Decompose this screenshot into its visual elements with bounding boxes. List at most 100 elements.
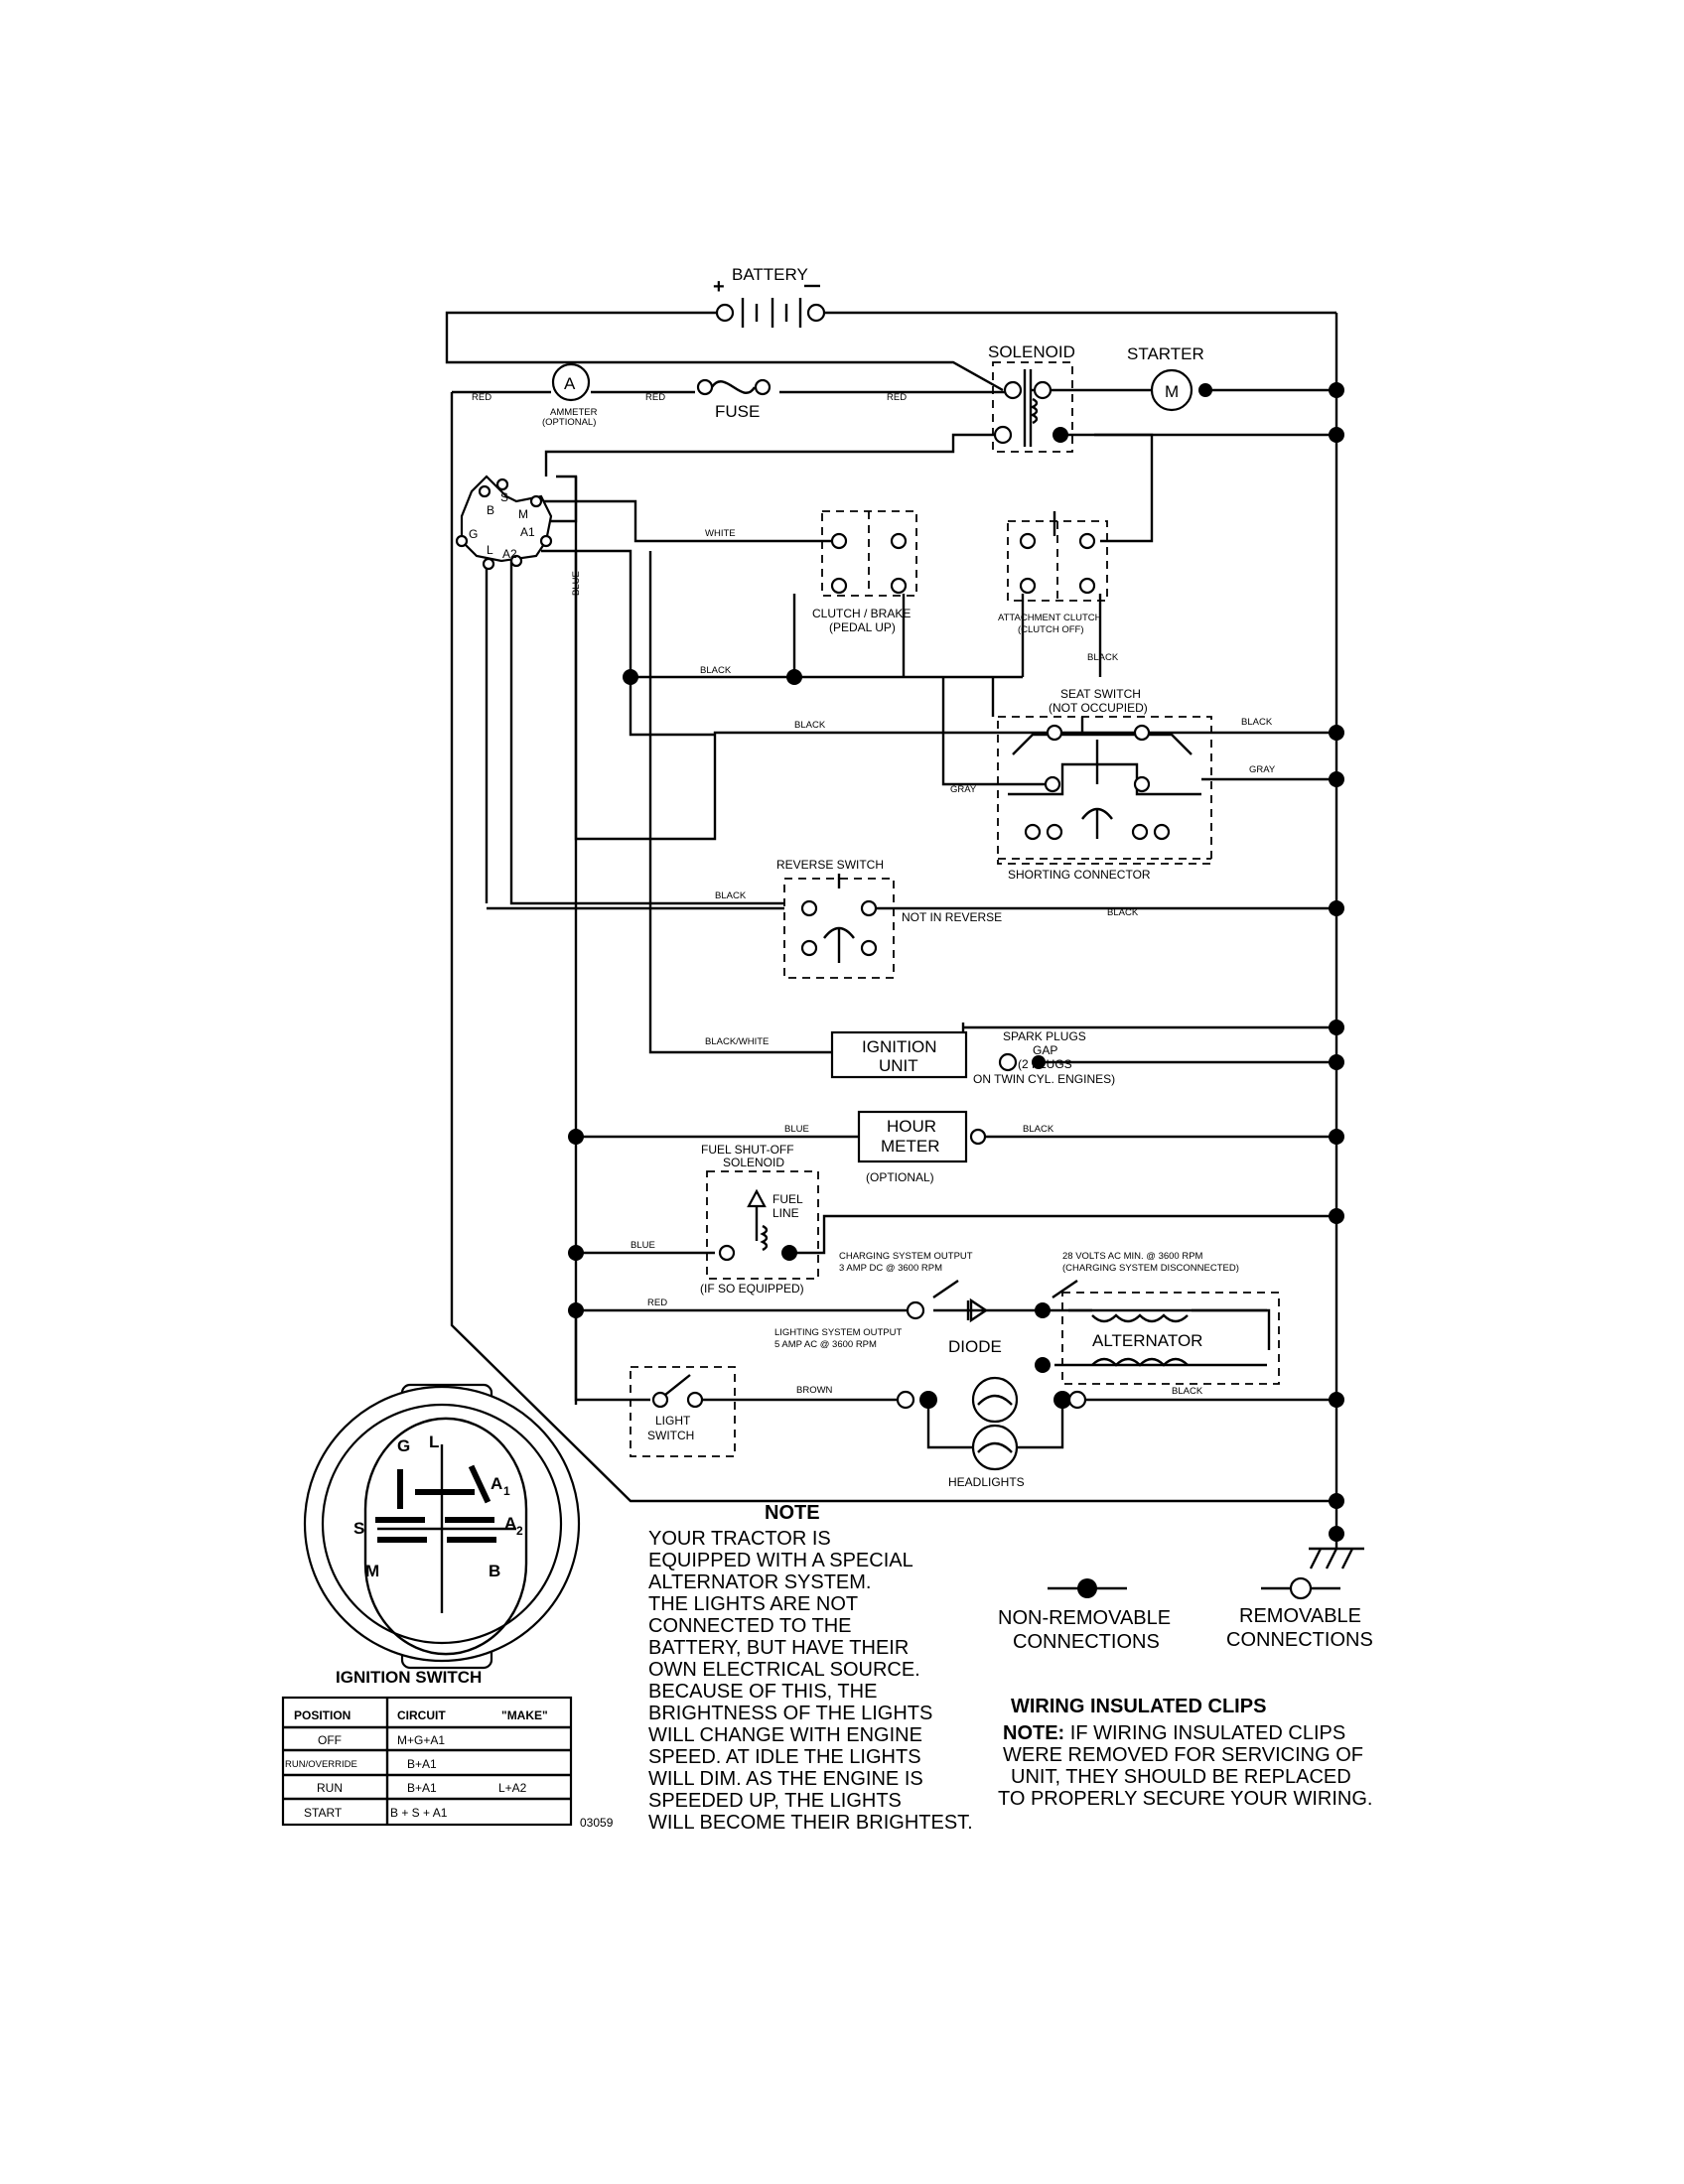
svg-text:LIGHT: LIGHT [655, 1414, 691, 1428]
svg-text:LINE: LINE [772, 1206, 799, 1220]
svg-text:L: L [429, 1433, 439, 1451]
svg-text:A2: A2 [502, 547, 517, 561]
ammeter: A AMMETER (OPTIONAL) [542, 362, 598, 428]
wire-label-blue-2: BLUE [631, 1240, 655, 1251]
svg-text:THE LIGHTS ARE NOT: THE LIGHTS ARE NOT [648, 1593, 858, 1615]
svg-text:SWITCH: SWITCH [647, 1429, 694, 1442]
svg-text:(OPTIONAL): (OPTIONAL) [542, 417, 596, 428]
svg-text:G: G [397, 1436, 410, 1455]
attachment-clutch-switch: ATTACHMENT CLUTCH (CLUTCH OFF) [998, 511, 1108, 635]
svg-text:CONNECTIONS: CONNECTIONS [1013, 1631, 1160, 1653]
svg-text:CHARGING SYSTEM OUTPUT: CHARGING SYSTEM OUTPUT [839, 1251, 973, 1262]
note: NOTE YOUR TRACTOR IS EQUIPPED WITH A SPE… [648, 1502, 973, 1834]
svg-text:ON TWIN CYL. ENGINES): ON TWIN CYL. ENGINES) [973, 1072, 1115, 1086]
wire-label-black-1: BLACK [700, 665, 732, 676]
starter-label: STARTER [1127, 344, 1204, 363]
svg-text:GAP: GAP [1033, 1043, 1057, 1057]
wire-label-red-4: RED [647, 1297, 667, 1308]
svg-text:SPEED. AT IDLE THE LIGHTS: SPEED. AT IDLE THE LIGHTS [648, 1746, 921, 1768]
svg-text:L: L [487, 543, 493, 557]
svg-text:RUN: RUN [317, 1781, 343, 1795]
light-switch: LIGHT SWITCH [630, 1366, 736, 1457]
svg-text:(2 PLUGS: (2 PLUGS [1018, 1057, 1072, 1071]
svg-text:SPEEDED UP, THE LIGHTS: SPEEDED UP, THE LIGHTS [648, 1790, 902, 1812]
svg-text:B+A1: B+A1 [407, 1781, 437, 1795]
starter: STARTER M [1127, 344, 1212, 412]
svg-text:START: START [304, 1806, 343, 1820]
headlights: HEADLIGHTS [896, 1376, 1087, 1489]
ignition-unit: IGNITION UNIT SPARK PLUGS GAP (2 PLUGS O… [830, 1029, 1115, 1086]
seat-switch: SEAT SWITCH (NOT OCCUPIED) SHORTING CONN… [997, 687, 1212, 882]
svg-text:RUN/OVERRIDE: RUN/OVERRIDE [285, 1759, 357, 1770]
svg-text:TO PROPERLY SECURE YOUR WIRING: TO PROPERLY SECURE YOUR WIRING. [998, 1788, 1372, 1810]
svg-text:CONNECTED TO THE: CONNECTED TO THE [648, 1615, 851, 1637]
svg-text:UNIT: UNIT [879, 1056, 918, 1075]
wire-label-black-4: BLACK [1241, 717, 1273, 728]
svg-text:REMOVABLE: REMOVABLE [1239, 1605, 1361, 1627]
svg-text:SHORTING CONNECTOR: SHORTING CONNECTOR [1008, 868, 1151, 882]
svg-text:B: B [489, 1562, 500, 1580]
svg-text:SOLENOID: SOLENOID [723, 1156, 784, 1169]
charging-system: CHARGING SYSTEM OUTPUT 3 AMP DC @ 3600 R… [774, 1251, 1239, 1373]
wire-label-gray-2: GRAY [950, 784, 977, 795]
fuel-solenoid: FUEL SHUT-OFF SOLENOID FUEL LINE (IF SO … [700, 1143, 819, 1296]
ignition-switch-terminals: B S M G A1 L A2 [455, 475, 553, 571]
svg-text:CLUTCH / BRAKE: CLUTCH / BRAKE [812, 607, 911, 620]
wire-label-blue-vertical: BLUE [571, 571, 582, 596]
clutch-brake-switch: CLUTCH / BRAKE (PEDAL UP) [812, 510, 917, 634]
svg-text:NOT IN REVERSE: NOT IN REVERSE [902, 910, 1002, 924]
ignition-switch-face: G L A 1 A 2 S M B [303, 1383, 581, 1670]
svg-text:FUEL SHUT-OFF: FUEL SHUT-OFF [701, 1143, 794, 1157]
wire-label-red-3: RED [887, 392, 907, 403]
svg-text:BECAUSE OF THIS, THE: BECAUSE OF THIS, THE [648, 1681, 877, 1703]
svg-text:REVERSE SWITCH: REVERSE SWITCH [776, 858, 884, 872]
svg-text:CIRCUIT: CIRCUIT [397, 1708, 446, 1722]
svg-text:(IF SO EQUIPPED): (IF SO EQUIPPED) [700, 1282, 804, 1296]
svg-text:G: G [469, 527, 478, 541]
svg-text:A: A [504, 1514, 516, 1533]
svg-text:B + S + A1: B + S + A1 [390, 1806, 448, 1820]
svg-text:SPARK PLUGS: SPARK PLUGS [1003, 1029, 1086, 1043]
svg-text:OWN ELECTRICAL SOURCE.: OWN ELECTRICAL SOURCE. [648, 1659, 920, 1681]
svg-text:M+G+A1: M+G+A1 [397, 1733, 445, 1747]
svg-text:(OPTIONAL): (OPTIONAL) [866, 1170, 934, 1184]
svg-text:S: S [500, 490, 508, 504]
fuse: FUSE [696, 378, 772, 421]
ignition-switch-table: IGNITION SWITCH POSITION CIRCUIT "MAKE" … [281, 1668, 614, 1830]
wire-label-black-7: BLACK [1023, 1124, 1054, 1135]
svg-text:NOTE: IF WIRING INSULATED CLIP: NOTE: IF WIRING INSULATED CLIPS [1003, 1722, 1345, 1744]
wire-label-black-6: BLACK [1107, 907, 1139, 918]
battery: BATTERY + [713, 265, 826, 328]
svg-text:A: A [491, 1474, 502, 1493]
wire-label-red-2: RED [645, 392, 665, 403]
svg-text:BRIGHTNESS OF THE LIGHTS: BRIGHTNESS OF THE LIGHTS [648, 1703, 932, 1724]
wire-label-black-3: BLACK [1087, 652, 1119, 663]
svg-text:HEADLIGHTS: HEADLIGHTS [948, 1475, 1025, 1489]
alternator: ALTERNATOR [1061, 1292, 1280, 1385]
svg-text:28 VOLTS AC MIN. @ 3600 RPM: 28 VOLTS AC MIN. @ 3600 RPM [1062, 1251, 1203, 1262]
battery-label: BATTERY [732, 265, 808, 284]
wire-label-gray-1: GRAY [1249, 764, 1276, 775]
svg-text:ATTACHMENT CLUTCH: ATTACHMENT CLUTCH [998, 613, 1102, 623]
svg-text:(NOT OCCUPIED): (NOT OCCUPIED) [1049, 701, 1148, 715]
wire-label-black-5: BLACK [715, 890, 747, 901]
wires [445, 311, 1364, 1570]
svg-text:3 AMP DC @ 3600 RPM: 3 AMP DC @ 3600 RPM [839, 1263, 942, 1274]
wire-label-white: WHITE [705, 528, 736, 539]
svg-text:CONNECTIONS: CONNECTIONS [1226, 1629, 1373, 1651]
solenoid: SOLENOID [988, 342, 1075, 453]
wire-label-black-white: BLACK/WHITE [705, 1036, 769, 1047]
svg-text:1: 1 [503, 1484, 510, 1498]
svg-text:"MAKE": "MAKE" [501, 1708, 548, 1722]
svg-text:ALTERNATOR SYSTEM.: ALTERNATOR SYSTEM. [648, 1571, 871, 1593]
svg-text:5 AMP AC @ 3600 RPM: 5 AMP AC @ 3600 RPM [774, 1339, 877, 1350]
svg-text:LIGHTING SYSTEM OUTPUT: LIGHTING SYSTEM OUTPUT [774, 1327, 902, 1338]
svg-text:YOUR TRACTOR IS: YOUR TRACTOR IS [648, 1528, 831, 1550]
svg-text:B: B [487, 503, 494, 517]
svg-text:POSITION: POSITION [294, 1708, 351, 1722]
svg-text:WILL CHANGE WITH ENGINE: WILL CHANGE WITH ENGINE [648, 1724, 922, 1746]
svg-text:L+A2: L+A2 [498, 1781, 527, 1795]
svg-text:WILL BECOME THEIR BRIGHTEST.: WILL BECOME THEIR BRIGHTEST. [648, 1812, 973, 1834]
wire-label-black-8: BLACK [1172, 1386, 1203, 1397]
